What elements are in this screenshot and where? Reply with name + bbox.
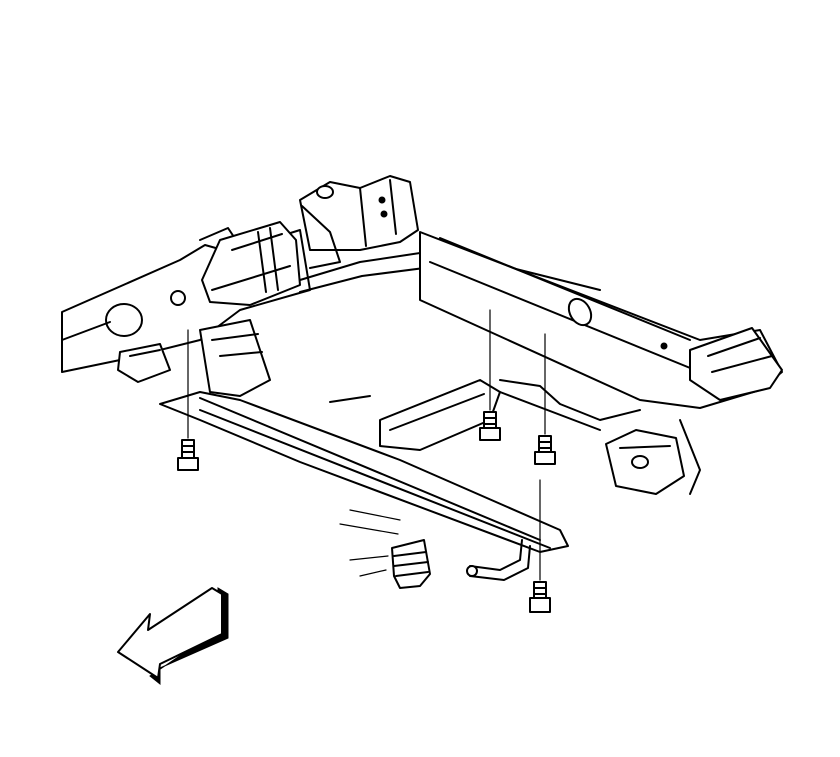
mounting-bolt bbox=[529, 479, 551, 613]
frame-rail-right bbox=[419, 231, 783, 495]
mounting-bolt bbox=[479, 309, 501, 441]
frame-rail-left bbox=[61, 221, 311, 383]
mounting-bolt bbox=[534, 333, 556, 465]
mounting-bolt bbox=[177, 329, 199, 471]
transmission-support-plate bbox=[159, 319, 641, 553]
transmission-mount bbox=[339, 509, 531, 589]
front-direction-arrow bbox=[117, 587, 229, 686]
